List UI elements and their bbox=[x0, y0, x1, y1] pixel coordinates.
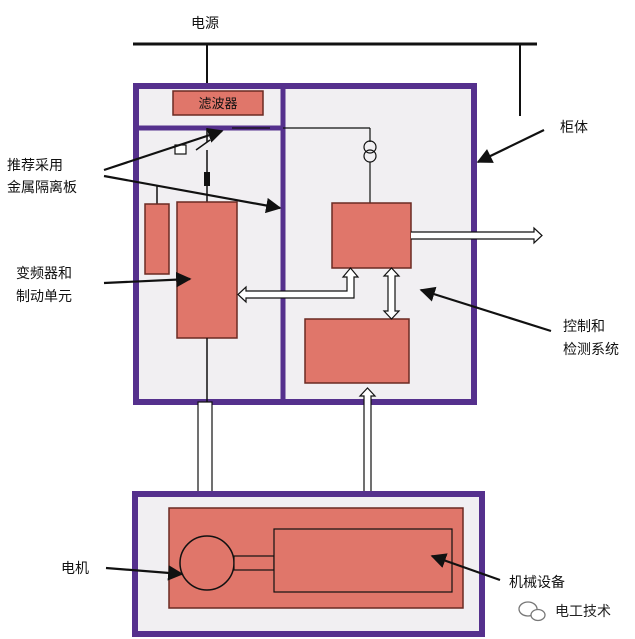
control-label-line2: 检测系统 bbox=[563, 342, 619, 358]
conduit-left bbox=[197, 401, 213, 497]
fuse bbox=[204, 172, 210, 186]
transformer-coil-upper bbox=[363, 140, 377, 154]
inverter-label-line1: 变频器和 bbox=[16, 266, 72, 282]
motor bbox=[179, 535, 235, 591]
controller-box bbox=[331, 202, 412, 269]
motor-callout-arrow bbox=[105, 565, 184, 581]
inverter-control-arrow bbox=[237, 267, 360, 304]
braking-resistor bbox=[144, 203, 170, 275]
inverter-unit bbox=[176, 201, 238, 339]
control-detection-arrow bbox=[382, 267, 401, 320]
filter-label: 滤波器 bbox=[198, 97, 237, 112]
machinery-label: 机械设备 bbox=[509, 574, 565, 591]
control-label-line1: 控制和 bbox=[563, 319, 605, 335]
power-source-label: 电源 bbox=[191, 16, 219, 32]
filter-box bbox=[172, 90, 264, 116]
wechat-icon bbox=[518, 601, 546, 622]
motor-label: 电机 bbox=[61, 561, 89, 577]
inverter-label-line2: 制动单元 bbox=[16, 289, 72, 305]
watermark-text: 电工技术 bbox=[555, 604, 611, 620]
inverter-callout-arrow bbox=[103, 271, 192, 288]
machinery-callout-arrow bbox=[430, 553, 501, 582]
detection-box bbox=[304, 318, 410, 384]
control-callout-arrow bbox=[419, 286, 552, 333]
cabinet-label: 柜体 bbox=[560, 120, 588, 136]
isolation-callout-arrow-1 bbox=[103, 128, 224, 172]
isolation-plate-label-line2: 金属隔离板 bbox=[7, 179, 77, 196]
cabinet-callout-arrow bbox=[476, 129, 545, 163]
mechanical-equipment bbox=[273, 528, 453, 593]
isolation-plate-label-line1: 推荐采用 bbox=[7, 158, 63, 174]
isolation-callout-arrow-2 bbox=[103, 174, 282, 214]
external-signal-arrow bbox=[411, 226, 543, 245]
motor-shaft bbox=[233, 555, 275, 571]
